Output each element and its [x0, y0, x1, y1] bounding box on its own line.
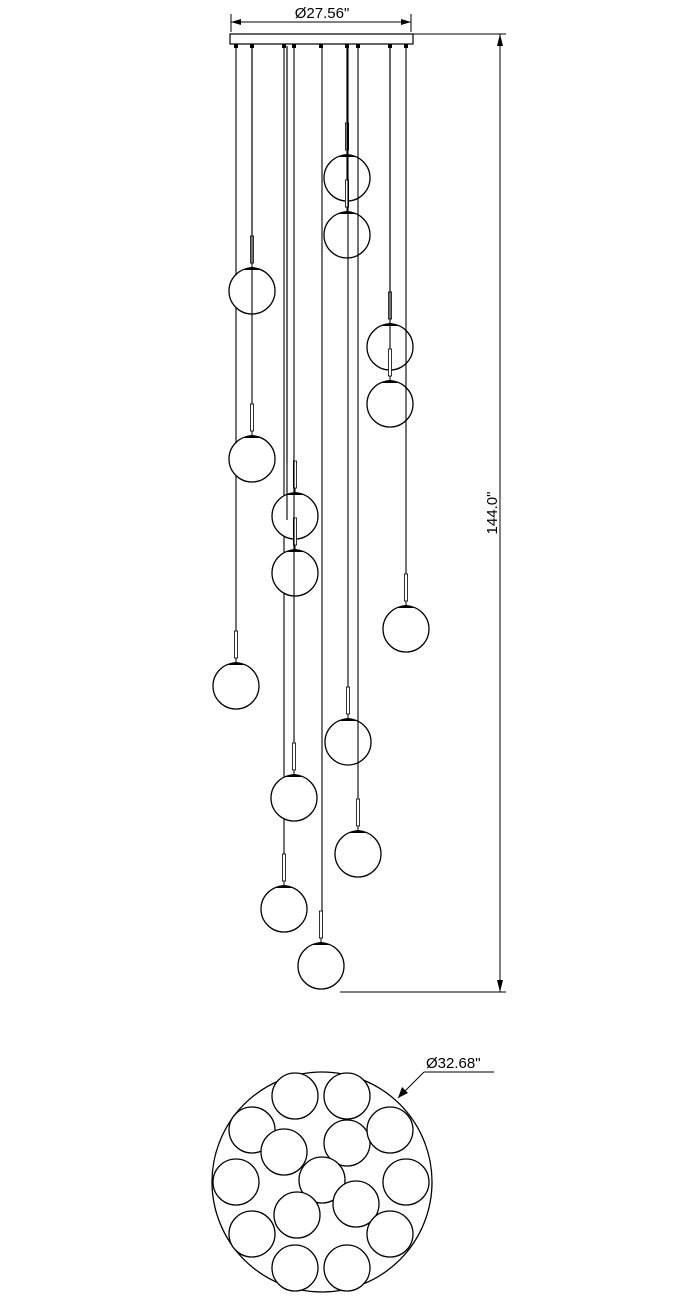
pendant-rod — [387, 348, 392, 377]
plan-globe-group — [212, 1072, 430, 1292]
globe — [271, 549, 319, 597]
pendant-rod — [403, 573, 408, 602]
pendant — [382, 46, 430, 653]
plan-globe — [228, 1210, 276, 1258]
globe — [324, 718, 372, 766]
plan-globe — [271, 1244, 319, 1292]
plan-globe — [332, 1180, 380, 1228]
globe-cap — [286, 549, 304, 552]
pendant-group — [212, 44, 430, 990]
pendant-rod — [281, 853, 286, 882]
plan-globe — [323, 1072, 371, 1120]
pendant — [366, 46, 414, 428]
globe-cap — [397, 605, 415, 608]
globe-cap — [338, 211, 356, 214]
pendant — [323, 46, 371, 259]
globe — [270, 774, 318, 822]
globe — [382, 605, 430, 653]
globe-cap — [285, 774, 303, 777]
globe — [323, 211, 371, 259]
overall-height-label: 144.0" — [484, 492, 501, 535]
pendant — [212, 46, 260, 710]
plan-globe — [366, 1106, 414, 1154]
canopy-width-dimension: Ø27.56" — [230, 4, 412, 32]
overall-height-dimension: 144.0" — [340, 33, 506, 993]
cluster-outline — [211, 1071, 433, 1293]
pendant-rod — [291, 742, 296, 771]
pendant — [324, 46, 372, 766]
globe — [297, 942, 345, 990]
pendant — [334, 46, 382, 878]
pendant — [297, 46, 345, 990]
globe-cap — [227, 662, 245, 665]
globe — [212, 662, 260, 710]
pendant-rod — [249, 403, 254, 432]
globe-cap — [349, 830, 367, 833]
globe — [228, 435, 276, 483]
pendant-rod — [233, 630, 238, 659]
pendant-rod — [345, 686, 350, 715]
globe — [334, 830, 382, 878]
plan-globe — [260, 1128, 308, 1176]
plan-globe — [323, 1119, 371, 1167]
canopy-plate — [229, 33, 414, 45]
plan-globe — [298, 1156, 346, 1204]
plan-globe — [382, 1158, 430, 1206]
pendant-rod — [318, 910, 323, 939]
globe-cap — [286, 492, 304, 495]
globe-cap — [243, 435, 261, 438]
plan-globe — [271, 1072, 319, 1120]
globe — [260, 885, 308, 933]
pendant — [270, 46, 318, 822]
pendant — [260, 46, 308, 933]
globe-cap — [339, 718, 357, 721]
pendant — [271, 46, 319, 597]
plan-globe — [212, 1158, 260, 1206]
globe-cap — [381, 380, 399, 383]
plan-globe — [323, 1244, 371, 1292]
canopy-diameter-label: Ø27.56" — [295, 5, 350, 22]
canopy-mount — [319, 44, 323, 48]
plan-globe — [273, 1191, 321, 1239]
plan-view: Ø32.68" — [211, 1055, 494, 1293]
cluster-diameter-label: Ø32.68" — [426, 1055, 481, 1072]
pendant — [228, 46, 276, 483]
pendant-rod — [355, 798, 360, 827]
globe-cap — [275, 885, 293, 888]
globe-cap — [312, 942, 330, 945]
plan-globe — [366, 1210, 414, 1258]
pendant — [271, 46, 319, 540]
